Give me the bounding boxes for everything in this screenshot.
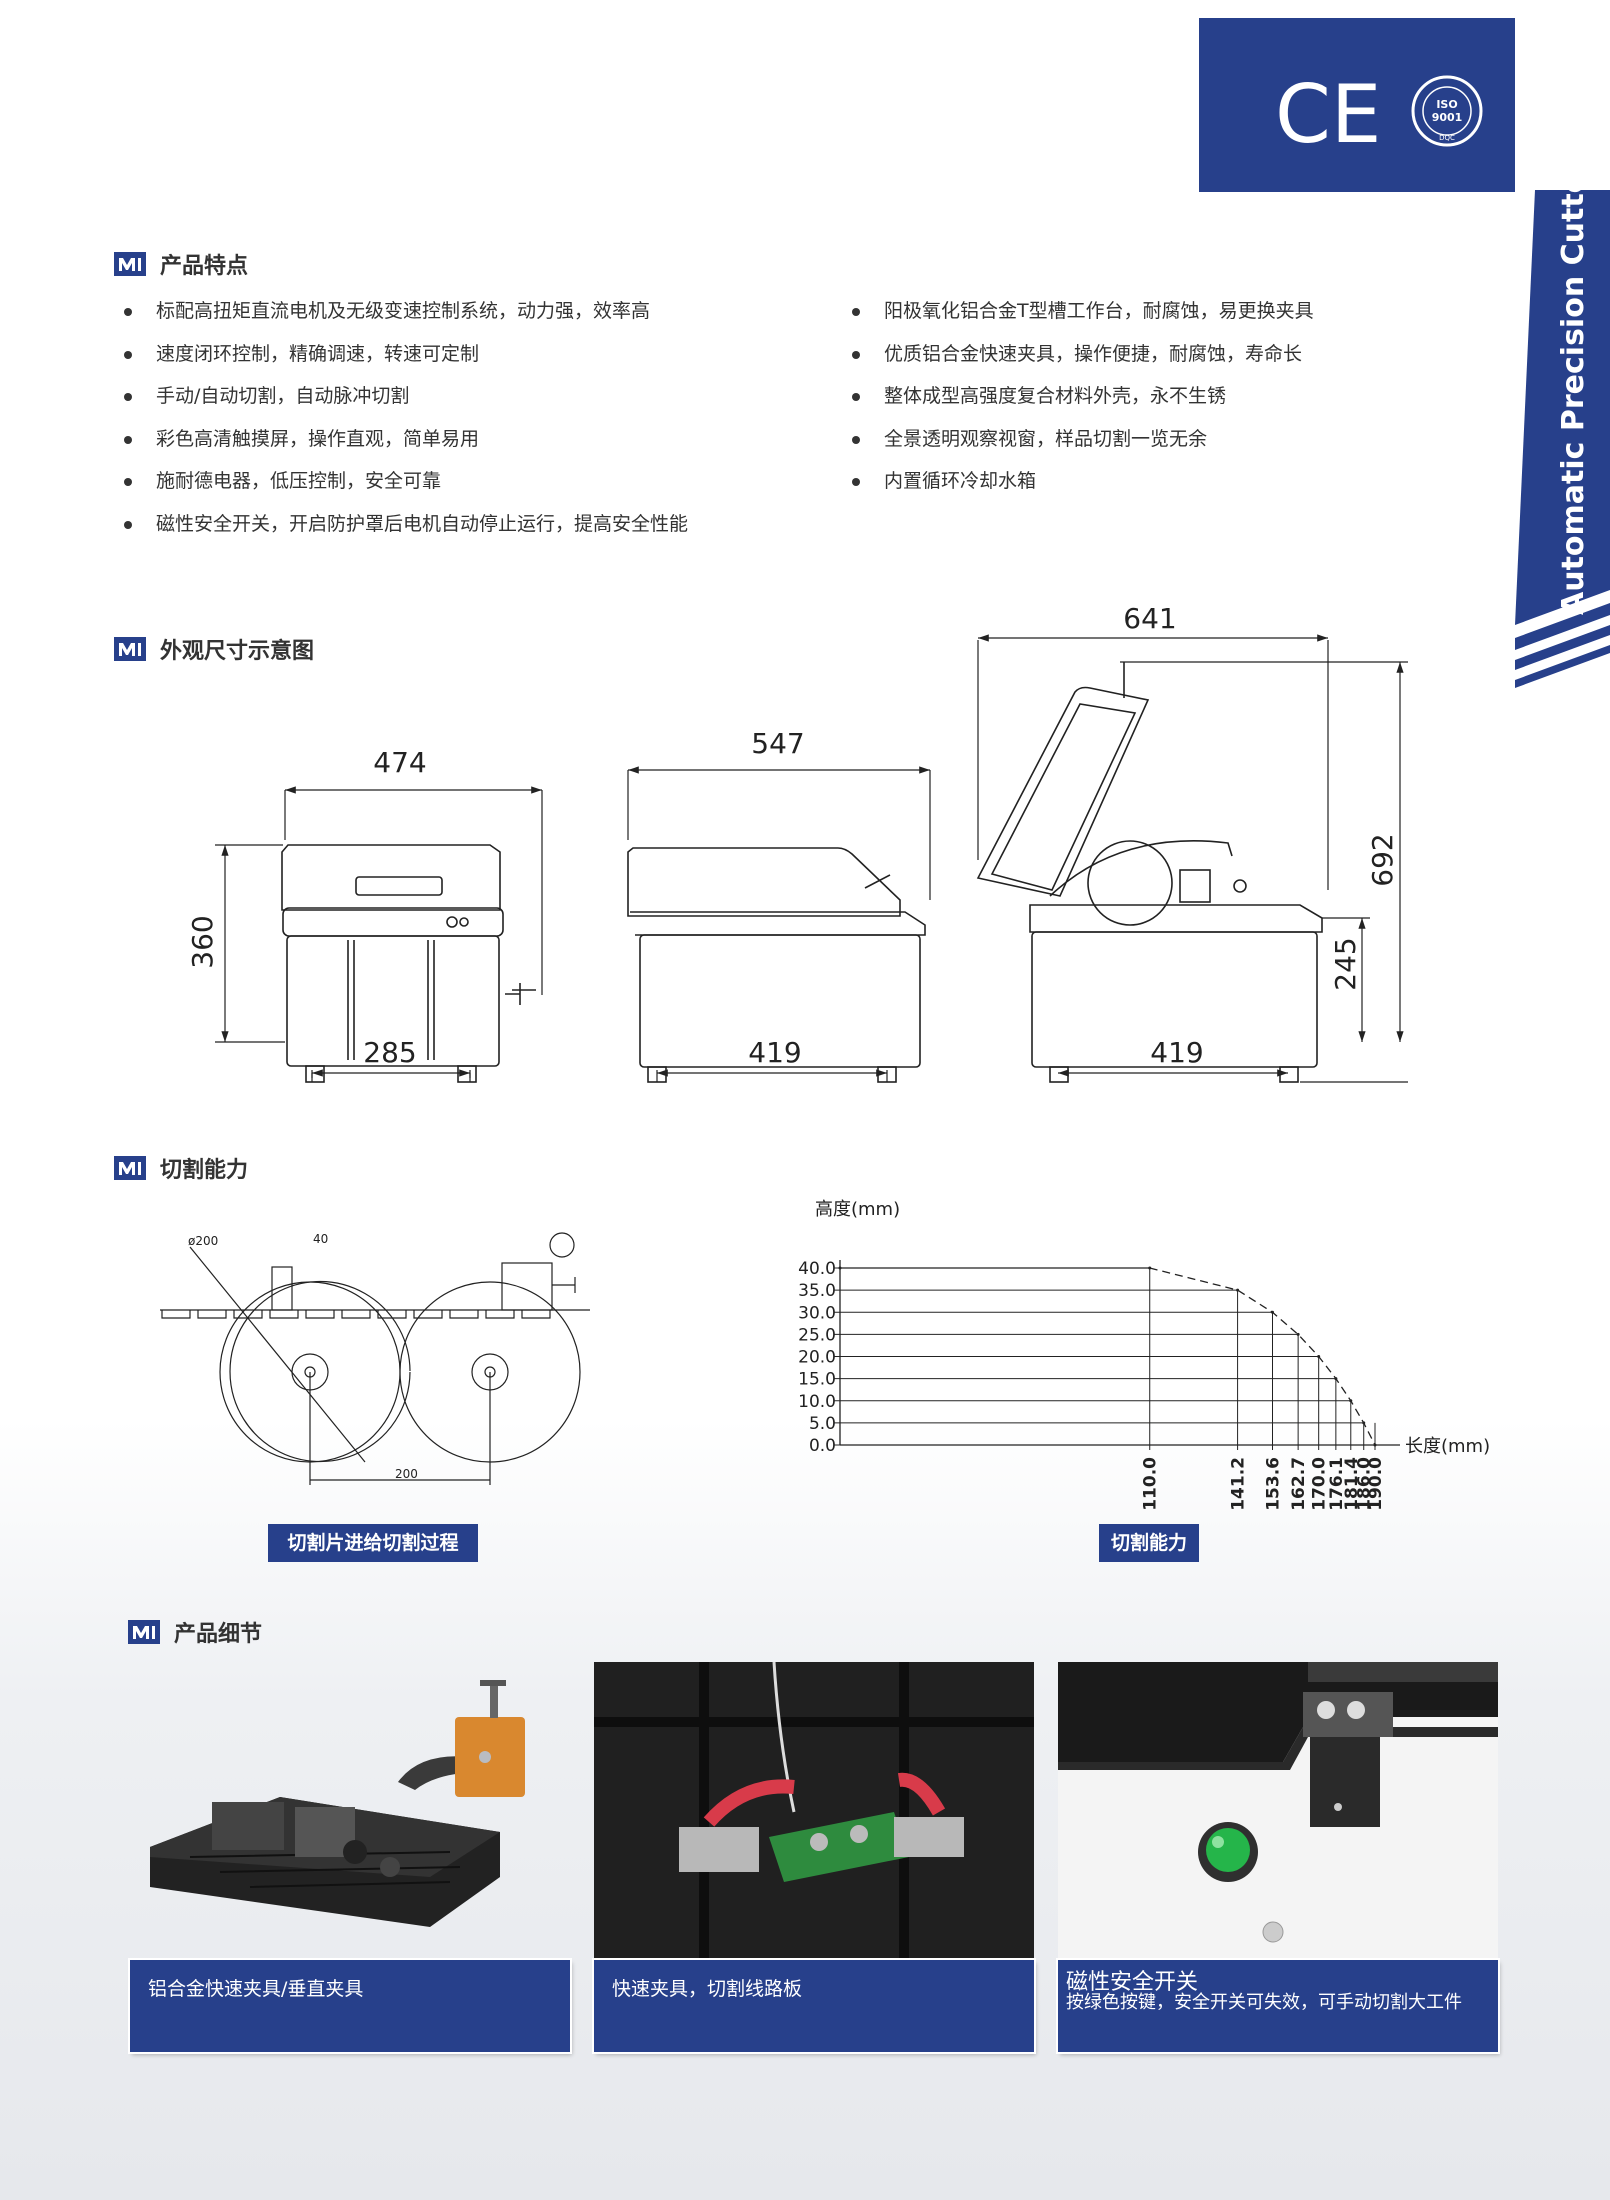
- chart-ylabel: 高度(mm): [815, 1199, 900, 1220]
- feature-item: 施耐德电器，低压控制，安全可靠: [120, 460, 688, 503]
- dim-side-feet: 419: [748, 1036, 801, 1069]
- photo-clamps: [130, 1662, 570, 1960]
- certification-box: CE ISO 9001 DQC: [1199, 18, 1515, 192]
- dim-front-width: 474: [373, 746, 426, 779]
- data-point: [838, 1266, 842, 1270]
- x-tick-label: 170.0: [1310, 1457, 1330, 1511]
- y-tick-label: 15.0: [798, 1370, 836, 1390]
- x-tick-label: 162.7: [1289, 1457, 1309, 1511]
- dim-front-height: 360: [186, 915, 219, 968]
- svg-text:ISO: ISO: [1436, 98, 1457, 111]
- caption-clamps: 铝合金快速夹具/垂直夹具: [130, 1960, 570, 2052]
- caption-circuit-board: 快速夹具，切割线路板: [594, 1960, 1034, 2052]
- feature-item: 磁性安全开关，开启防护罩后电机自动停止运行，提高安全性能: [120, 503, 688, 546]
- feature-item: 全景透明观察视窗，样品切割一览无余: [848, 418, 1314, 461]
- process-caption: 切割片进给切割过程: [268, 1524, 478, 1562]
- y-tick-label: 0.0: [809, 1436, 836, 1456]
- feature-item: 整体成型高强度复合材料外壳，永不生锈: [848, 375, 1314, 418]
- data-point: [1296, 1332, 1300, 1336]
- label-travel: 200: [395, 1467, 418, 1481]
- open-view-drawing: [976, 662, 1323, 1083]
- data-point: [1271, 1310, 1275, 1314]
- front-view-drawing: [281, 844, 536, 1083]
- diameter-line: [189, 1246, 366, 1463]
- chart-xlabel: 长度(mm): [1405, 1436, 1490, 1457]
- data-point: [1317, 1355, 1321, 1358]
- svg-text:9001: 9001: [1432, 111, 1463, 124]
- photo-circuit-board: [594, 1662, 1034, 1960]
- y-tick-label: 30.0: [798, 1303, 836, 1323]
- feature-item: 彩色高清触摸屏，操作直观，简单易用: [120, 418, 688, 461]
- brand-logo-icon: [114, 637, 146, 661]
- y-tick-label: 20.0: [798, 1348, 836, 1368]
- chart-grid: [834, 1260, 1400, 1450]
- dim-open-table-height: 245: [1329, 937, 1362, 990]
- features-list-left: 标配高扭矩直流电机及无级变速控制系统，动力强，效率高 速度闭环控制，精确调速，转…: [120, 290, 688, 545]
- caption-safety-switch: 磁性安全开关 按绿色按键，安全开关可失效，可手动切割大工件: [1058, 1960, 1498, 2052]
- brand-logo-icon: [114, 1156, 146, 1180]
- cutting-process-diagram: ø200 40 200: [160, 1232, 590, 1485]
- y-tick-label: 40.0: [798, 1259, 836, 1279]
- data-point: [1349, 1399, 1353, 1403]
- x-tick-label: 181.4: [1342, 1457, 1362, 1511]
- features-list-right: 阳极氧化铝合金T型槽工作台，耐腐蚀，易更换夹具 优质铝合金快速夹具，操作便捷，耐…: [848, 290, 1314, 503]
- data-point: [1373, 1443, 1377, 1447]
- data-point: [1362, 1421, 1366, 1425]
- details-heading: 产品细节: [128, 1616, 262, 1648]
- x-tick-label: 176.1: [1327, 1457, 1347, 1511]
- dim-side-width: 547: [751, 727, 804, 760]
- features-heading: 产品特点: [114, 248, 248, 280]
- workpiece: [271, 1266, 293, 1311]
- photo-safety-switch: [1058, 1662, 1498, 1960]
- brand-logo-icon: [114, 252, 146, 276]
- data-point: [1148, 1266, 1152, 1270]
- x-tick-label: 141.2: [1229, 1457, 1249, 1511]
- feature-item: 内置循环冷却水箱: [848, 460, 1314, 503]
- dim-open-height: 692: [1366, 833, 1399, 886]
- feature-item: 优质铝合金快速夹具，操作便捷，耐腐蚀，寿命长: [848, 333, 1314, 376]
- certification-marks: CE ISO 9001 DQC: [1275, 68, 1483, 161]
- label-height: 40: [313, 1232, 328, 1246]
- brand-logo-icon: [128, 1620, 160, 1644]
- capacity-caption: 切割能力: [1099, 1524, 1199, 1562]
- x-tick-label: 190.0: [1366, 1457, 1386, 1511]
- y-tick-label: 25.0: [798, 1325, 836, 1345]
- x-tick-label: 186.0: [1355, 1457, 1375, 1511]
- chart-marks: [838, 1266, 1377, 1447]
- data-point: [1334, 1377, 1338, 1381]
- ce-mark: CE: [1275, 68, 1381, 161]
- y-tick-label: 5.0: [809, 1414, 836, 1434]
- x-tick-label: 110.0: [1141, 1457, 1161, 1511]
- feature-item: 阳极氧化铝合金T型槽工作台，耐腐蚀，易更换夹具: [848, 290, 1314, 333]
- y-tick-label: 35.0: [798, 1281, 836, 1301]
- dim-open-width: 641: [1123, 602, 1176, 635]
- x-tick-label: 153.6: [1264, 1457, 1284, 1511]
- feature-item: 手动/自动切割，自动脉冲切割: [120, 375, 688, 418]
- side-banner-text: Automatic Precision Cutters: [1556, 190, 1591, 615]
- dim-open-feet: 419: [1150, 1036, 1203, 1069]
- label-diameter: ø200: [188, 1234, 218, 1248]
- feature-item: 标配高扭矩直流电机及无级变速控制系统，动力强，效率高: [120, 290, 688, 333]
- feature-item: 速度闭环控制，精确调速，转速可定制: [120, 333, 688, 376]
- y-tick-label: 10.0: [798, 1392, 836, 1412]
- dimension-drawings: 474 360 285 547 419 641 692 245 419: [186, 602, 1408, 1083]
- data-point: [1236, 1288, 1240, 1292]
- iso-badge: ISO 9001 DQC: [1411, 75, 1483, 147]
- dimensions-heading: 外观尺寸示意图: [114, 633, 314, 665]
- cutting-capacity-chart: 高度(mm) 长度(mm) 40.035.030.025.0 20.015.010…: [798, 1199, 1490, 1511]
- side-banner: Automatic Precision Cutters: [1515, 190, 1610, 690]
- cutting-heading: 切割能力: [114, 1152, 248, 1184]
- dim-front-feet: 285: [363, 1036, 416, 1069]
- chart-ticks: 40.035.030.025.0 20.015.010.05.00.0 110.0 1…: [798, 1259, 1386, 1511]
- svg-text:DQC: DQC: [1439, 134, 1455, 142]
